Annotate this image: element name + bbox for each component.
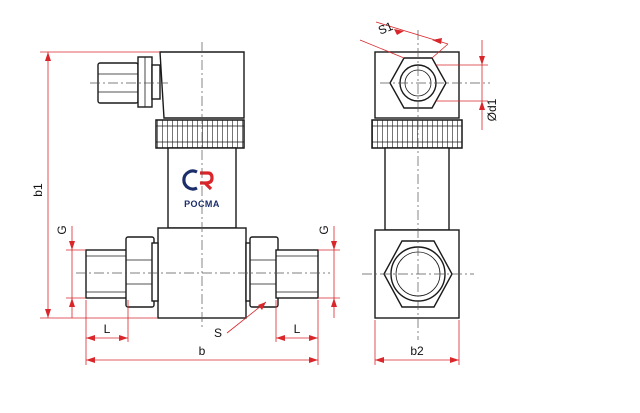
dim-label-s1: S1 (376, 19, 395, 38)
dim-label-b2: b2 (410, 344, 424, 358)
dim-label-d1: Ød1 (485, 98, 499, 121)
side-view (362, 30, 490, 340)
dim-label-s: S (214, 326, 222, 340)
dim-label-l-right: L (294, 322, 301, 336)
logo (182, 169, 214, 191)
side-column (384, 147, 450, 231)
cable-gland (97, 56, 161, 108)
dim-label-l-left: L (104, 322, 111, 336)
dim-label-b: b (199, 344, 206, 358)
front-dimensions (40, 51, 340, 365)
right-fitting (245, 236, 319, 308)
dim-label-g-right: G (317, 225, 331, 234)
dim-label-b1: b1 (31, 183, 45, 197)
side-dimensions (359, 21, 488, 365)
left-fitting (85, 236, 159, 308)
dim-label-g-left: G (55, 225, 69, 234)
front-view: РОСМА (76, 42, 330, 330)
